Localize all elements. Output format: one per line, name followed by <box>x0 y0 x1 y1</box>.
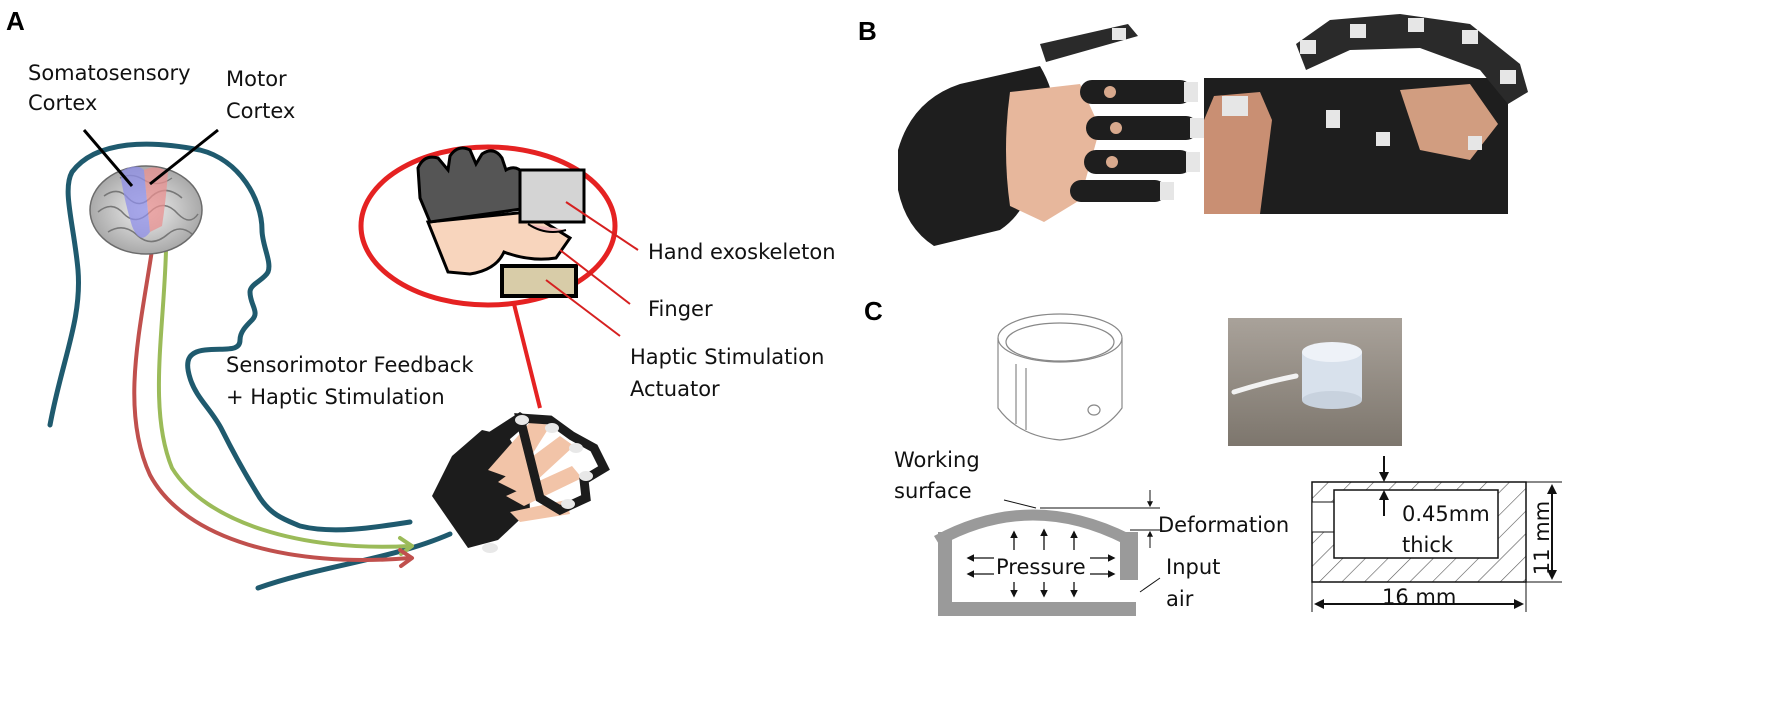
panel-a: A Somatosensory Cortex Motor Cortex <box>6 6 836 591</box>
motor-label: Motor Cortex <box>226 67 295 123</box>
head-outline <box>47 141 413 533</box>
brain-illustration <box>89 165 203 255</box>
somatosensory-region <box>120 166 150 238</box>
actuator-photo <box>1228 318 1402 446</box>
arrow-red <box>398 548 414 568</box>
cross-section <box>934 490 1161 616</box>
panel-label-c: C <box>864 296 883 326</box>
actuator-wireframe <box>997 313 1123 441</box>
label-finger: Finger <box>648 297 713 321</box>
label-thickness: 0.45mm thick <box>1402 502 1496 557</box>
leader-exo <box>565 201 639 251</box>
photo-glove-side <box>1204 14 1528 214</box>
label-height-dimension: 11 mm <box>1530 501 1554 575</box>
leader-finger <box>559 249 631 305</box>
somato-leader <box>82 129 134 187</box>
panel-b: B <box>858 14 1528 246</box>
leader-actuator <box>545 279 621 337</box>
label-working-surface: Working surface <box>894 448 986 503</box>
inset-ellipse <box>358 144 618 308</box>
feedback-label: Sensorimotor Feedback + Haptic Stimulati… <box>226 353 480 409</box>
nerve-green <box>156 248 412 549</box>
inset-glove-knuckles <box>416 146 530 224</box>
panel-label-a: A <box>6 6 25 36</box>
somato-label: Somatosensory Cortex <box>28 61 197 115</box>
nerve-red <box>132 248 412 562</box>
label-actuator: Haptic Stimulation Actuator <box>630 345 831 401</box>
inset-connector <box>512 303 542 409</box>
inset-exo-block <box>518 168 586 224</box>
inset-actuator-block <box>500 264 578 298</box>
body-outline <box>255 531 453 591</box>
label-width-dimension: 16 mm <box>1382 585 1456 609</box>
hatched-section <box>1311 456 1562 612</box>
label-input-air: Input air <box>1166 555 1227 611</box>
side-wall <box>1120 532 1138 580</box>
inset-hand-drawing <box>416 146 586 298</box>
panel-label-b: B <box>858 16 877 46</box>
motor-leader <box>149 128 219 186</box>
photo-glove-back <box>898 24 1204 246</box>
label-pressure: Pressure <box>996 555 1086 579</box>
label-deformation: Deformation <box>1158 513 1289 537</box>
label-hand-exoskeleton: Hand exoskeleton <box>648 240 836 264</box>
gloved-hand-small <box>432 412 610 553</box>
working-surface-membrane <box>934 509 1130 546</box>
cross-section-body <box>938 532 1136 616</box>
panel-c: C <box>864 296 1562 616</box>
